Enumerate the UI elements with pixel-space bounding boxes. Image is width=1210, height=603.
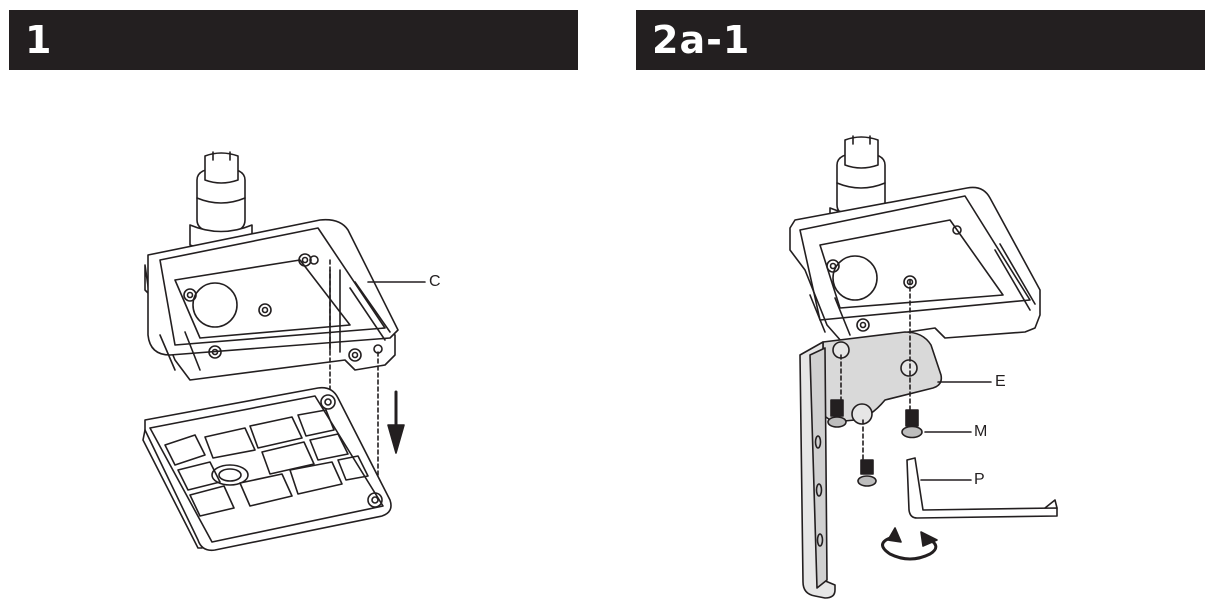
hex-key-p xyxy=(906,457,1058,519)
screw-m xyxy=(901,409,923,439)
callout-e: E xyxy=(995,373,1006,390)
arrow-down-icon xyxy=(387,390,405,454)
cover-plate xyxy=(142,386,392,552)
housing-c xyxy=(144,218,399,381)
callout-p: P xyxy=(974,471,985,488)
step-2a-1-illustration: E M P xyxy=(605,70,1210,603)
callout-c: C xyxy=(429,273,441,290)
screw-bottom xyxy=(857,459,877,487)
screw-left xyxy=(827,399,847,428)
step-2a-1-drawing xyxy=(789,135,1058,599)
step-1-header: 1 xyxy=(9,10,578,70)
guide-lines xyxy=(840,279,911,461)
bracket-e xyxy=(799,331,943,599)
step-1-number: 1 xyxy=(25,18,53,62)
step-1-illustration: C xyxy=(0,70,605,603)
step-2a-1-header: 2a-1 xyxy=(636,10,1205,70)
step-1-drawing xyxy=(142,151,426,552)
rotate-clockwise-icon xyxy=(881,527,938,561)
housing xyxy=(789,186,1041,343)
guide-lines xyxy=(329,259,379,491)
callout-m: M xyxy=(974,423,988,440)
step-2a-1-number: 2a-1 xyxy=(652,18,751,62)
